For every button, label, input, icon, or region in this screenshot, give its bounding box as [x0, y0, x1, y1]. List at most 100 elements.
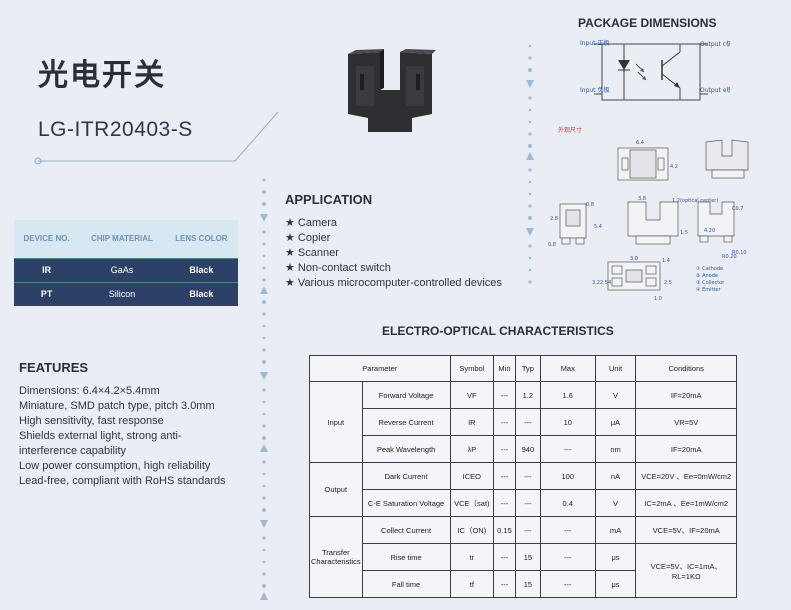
table-row: IR GaAs Black	[14, 257, 238, 282]
dim-label: 3.0	[630, 256, 638, 262]
min-cell: ---	[493, 435, 516, 463]
application-list: ★ Camera ★ Copier ★ Scanner ★ Non-contac…	[285, 216, 505, 291]
pin-label: ③ Collector	[696, 280, 725, 286]
max-cell: ---	[539, 435, 596, 463]
dim-label: 1.0	[654, 296, 662, 302]
list-item: Shields external light, strong anti-inte…	[19, 430, 182, 457]
param-cell: Dark Current	[361, 462, 451, 490]
min-cell: ---	[493, 543, 516, 571]
cond-cell: VR=5V	[635, 408, 737, 436]
dim-label: R0.20	[722, 254, 737, 260]
device-spec-table: DEVICE NO. CHIP MATERIAL LENS COLOR IR G…	[14, 220, 238, 306]
param-cell: Fall time	[361, 570, 451, 598]
chip-cell: Silicon	[79, 281, 165, 306]
min-cell: ---	[493, 408, 516, 436]
unit-cell: V	[594, 381, 637, 409]
typ-cell: ---	[514, 462, 541, 490]
header-symbol: Symbol	[449, 355, 495, 382]
table-row: Output Dark Current ICEO --- --- 100 nA …	[309, 462, 737, 517]
cond-cell: IF=20mA	[635, 381, 737, 409]
list-item: Lead-free, compliant with RoHS standards	[19, 475, 226, 487]
dim-label: 2.5	[664, 280, 672, 286]
list-item: Dimensions: 6.4×4.2×5.4mm	[19, 385, 160, 397]
pin-label: ① Cathode	[696, 266, 723, 272]
min-cell: ---	[493, 570, 516, 598]
max-cell: 1.6	[539, 381, 596, 409]
package-dimensions-heading: PACKAGE DIMENSIONS	[578, 16, 717, 30]
header-unit: Unit	[594, 355, 637, 382]
dim-label: 1.4	[662, 258, 670, 264]
cond-cell: VCE=5V、IC=1mA、RL=1KΩ	[635, 543, 737, 598]
dim-label: 5.4	[594, 224, 602, 230]
min-cell: 0.15	[493, 516, 516, 544]
dim-label: 2.8	[550, 216, 558, 222]
list-item: ★ Camera	[285, 217, 338, 229]
spec-header-row: DEVICE NO. CHIP MATERIAL LENS COLOR	[14, 220, 238, 258]
typ-cell: ---	[514, 408, 541, 436]
max-cell: 10	[539, 408, 596, 436]
eo-header-row: Parameter Symbol Min Typ Max Unit Condit…	[309, 355, 737, 382]
device-cell: IR	[14, 257, 80, 282]
list-item: High sensitivity, fast response	[19, 415, 164, 427]
list-item: ★ Scanner	[285, 247, 339, 259]
header-max: Max	[539, 355, 596, 382]
pin-label: ④ Emitter	[696, 287, 721, 293]
header-min: Min	[493, 355, 516, 382]
unit-cell: V	[594, 489, 637, 517]
eo-table: Parameter Symbol Min Typ Max Unit Condit…	[309, 355, 737, 598]
lens-cell: Black	[164, 257, 238, 282]
header-parameter: Parameter	[309, 355, 451, 382]
min-cell: ---	[493, 489, 516, 517]
dim-label: 1.5	[680, 230, 688, 236]
dim-label: 0.8	[586, 202, 594, 208]
param-cell: Rise time	[361, 543, 451, 571]
table-row: C-E Saturation Voltage VCE（sat) --- --- …	[310, 489, 737, 517]
model-number: LG-ITR20403-S	[38, 118, 193, 141]
max-cell: 100	[539, 462, 596, 490]
list-item: ★ Copier	[285, 232, 331, 244]
header-typ: Typ	[514, 355, 541, 382]
table-row: Rise time tr --- 15 --- μs VCE=5V、IC=1mA…	[310, 543, 737, 598]
dim-label: 1.2(optical center)	[672, 198, 718, 204]
dim-label: 6.4	[636, 140, 644, 146]
typ-cell: ---	[514, 489, 541, 517]
decorative-line	[34, 111, 279, 165]
device-cell: PT	[14, 281, 80, 306]
header-device-no: DEVICE NO.	[14, 220, 80, 258]
unit-cell: nm	[594, 435, 637, 463]
typ-cell: ---	[514, 516, 541, 544]
product-photo	[348, 49, 436, 132]
symbol-cell: λP	[449, 435, 495, 463]
dim-label: 0.8	[548, 242, 556, 248]
param-cell: Forward Voltage	[361, 381, 451, 409]
unit-cell: μs	[594, 543, 637, 571]
unit-cell: μs	[594, 570, 637, 598]
typ-cell: 15	[514, 570, 541, 598]
circuit-diagram: Input 正极 Input 负极 Output c极 Output e极	[580, 39, 730, 101]
max-cell: ---	[539, 570, 596, 598]
min-cell: ---	[493, 462, 516, 490]
input-pos-label: Input 正极	[580, 39, 609, 47]
dim-label: C0.7	[732, 206, 743, 212]
cond-cell: VCE=20V 、Ee=0mW/cm2	[635, 462, 737, 490]
param-cell: Peak Wavelength	[361, 435, 451, 463]
table-row: Input Forward Voltage VF --- 1.2 1.6 V I…	[309, 381, 737, 463]
symbol-cell: VCE（sat)	[449, 489, 495, 517]
input-neg-label: Input 负极	[580, 86, 609, 94]
cond-cell: IF=20mA	[635, 435, 737, 463]
min-cell: ---	[493, 381, 516, 409]
dim-label: 3.2	[592, 280, 600, 286]
cond-cell: VCE=5V、IF=20mA	[635, 516, 737, 544]
pin-label: ② Anode	[696, 273, 718, 279]
header-lens-color: LENS COLOR	[164, 220, 238, 258]
group-output: Output	[309, 462, 363, 517]
features-list: Dimensions: 6.4×4.2×5.4mm Miniature, SMD…	[19, 384, 229, 489]
eo-heading: ELECTRO-OPTICAL CHARACTERISTICS	[382, 324, 614, 338]
dim-label: 4.20	[704, 228, 715, 234]
dim-label: 2.54	[600, 280, 611, 286]
table-row: PT Silicon Black	[14, 281, 238, 306]
symbol-cell: tr	[449, 543, 495, 571]
output-c-label: Output c极	[700, 40, 730, 48]
outline-label: 外观尺寸	[558, 127, 583, 134]
package-drawing: 6.4 4.2 0.8 3.8 1.2(optical center) C0.7…	[548, 139, 749, 302]
